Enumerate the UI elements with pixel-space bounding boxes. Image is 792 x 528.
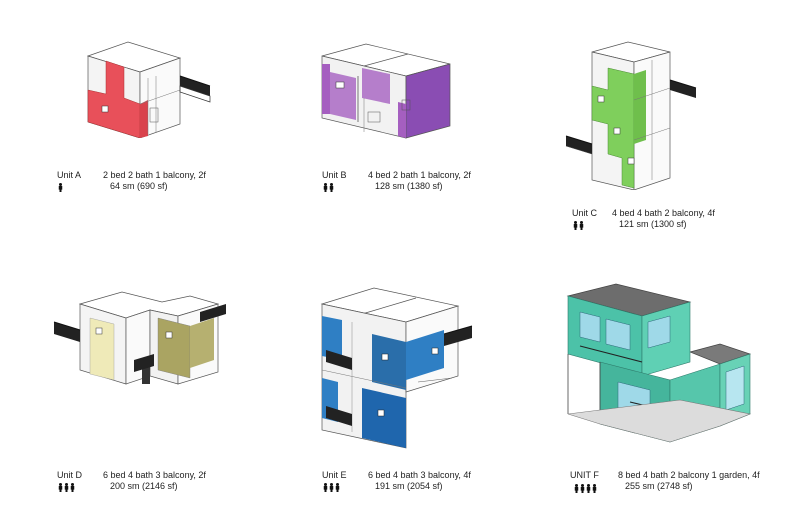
unit-a-area: 64 sm (690 sf) bbox=[110, 181, 168, 191]
person-icon bbox=[329, 483, 334, 492]
unit-e-area: 191 sm (2054 sf) bbox=[375, 481, 443, 491]
unit-f-axonometric bbox=[566, 283, 752, 443]
unit-c-axonometric bbox=[565, 41, 697, 190]
unit-b-description: 4 bed 2 bath 1 balcony, 2f bbox=[368, 170, 471, 180]
unit-a-color-panel-right bbox=[140, 100, 148, 138]
person-icon bbox=[574, 484, 579, 493]
unit-d-color-panel-2 bbox=[157, 317, 191, 379]
unit-d-area: 200 sm (2146 sf) bbox=[110, 481, 178, 491]
unit-a-occupancy bbox=[58, 183, 63, 192]
unit-d-color-panel bbox=[89, 317, 115, 381]
person-icon bbox=[580, 484, 585, 493]
unit-c-occupancy bbox=[573, 221, 584, 230]
unit-a-color-panel bbox=[87, 60, 141, 138]
unit-e-color-panel-3 bbox=[362, 388, 406, 448]
person-icon bbox=[64, 483, 69, 492]
unit-e-color-panel-2 bbox=[372, 334, 406, 390]
unit-d-name: Unit D bbox=[57, 470, 83, 480]
unit-b-area: 128 sm (1380 sf) bbox=[375, 181, 443, 191]
unit-d-occupancy bbox=[58, 483, 75, 492]
person-icon bbox=[592, 484, 597, 493]
unit-b-color-panel bbox=[330, 72, 356, 120]
unit-f-description: 8 bed 4 bath 2 balcony 1 garden, 4f bbox=[618, 470, 760, 480]
unit-a-name: Unit A bbox=[57, 170, 82, 180]
person-icon bbox=[58, 183, 63, 192]
unit-e-axonometric bbox=[320, 287, 473, 449]
unit-e-color-panel bbox=[322, 316, 342, 360]
unit-b-color-panel-2 bbox=[362, 68, 390, 104]
unit-d-axonometric bbox=[53, 291, 226, 385]
person-icon bbox=[58, 483, 63, 492]
person-icon bbox=[323, 483, 328, 492]
person-icon bbox=[329, 183, 334, 192]
unit-f-area: 255 sm (2748 sf) bbox=[625, 481, 693, 491]
unit-b-name: Unit B bbox=[322, 170, 347, 180]
unit-b-axonometric bbox=[321, 43, 451, 139]
unit-a-axonometric bbox=[86, 41, 211, 138]
person-icon bbox=[323, 183, 328, 192]
unit-a-description: 2 bed 2 bath 1 balcony, 2f bbox=[103, 170, 206, 180]
person-icon bbox=[70, 483, 75, 492]
unit-c-name: Unit C bbox=[572, 208, 598, 218]
unit-c-area: 121 sm (1300 sf) bbox=[619, 219, 687, 229]
unit-e-occupancy bbox=[323, 483, 340, 492]
unit-e-description: 6 bed 4 bath 3 balcony, 4f bbox=[368, 470, 471, 480]
unit-d-description: 6 bed 4 bath 3 balcony, 2f bbox=[103, 470, 206, 480]
unit-f-name: UNIT F bbox=[570, 470, 599, 480]
unit-f-occupancy bbox=[574, 484, 597, 493]
unit-c-description: 4 bed 4 bath 2 balcony, 4f bbox=[612, 208, 715, 218]
unit-b-occupancy bbox=[323, 183, 334, 192]
person-icon bbox=[335, 483, 340, 492]
person-icon bbox=[579, 221, 584, 230]
unit-e-name: Unit E bbox=[322, 470, 347, 480]
person-icon bbox=[573, 221, 578, 230]
person-icon bbox=[586, 484, 591, 493]
